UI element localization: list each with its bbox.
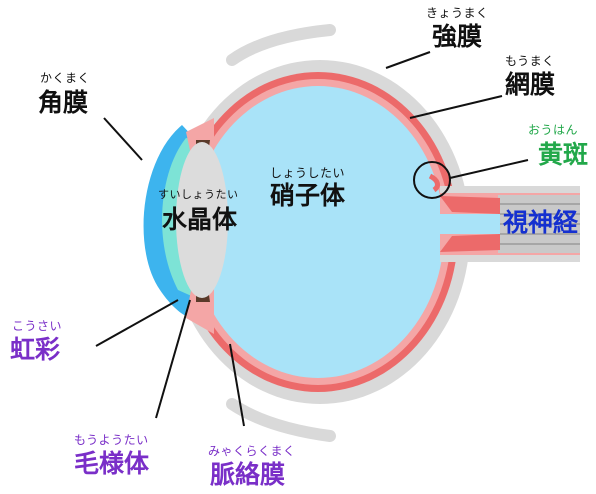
optic-nerve-fibers xyxy=(498,203,580,245)
shishinkei-label: 視神経 xyxy=(503,208,579,237)
ouhan-label: 黄斑 xyxy=(538,140,589,169)
leader-kakumaku xyxy=(103,117,143,161)
kakumaku-ruby: かくまく xyxy=(40,71,91,85)
myakurakumaku-label: 脈絡膜 xyxy=(210,460,286,489)
mouyoutai-label: 毛様体 xyxy=(74,449,150,478)
upper-lid-arc xyxy=(226,24,336,66)
leader-moumaku xyxy=(409,95,503,119)
macula-pit xyxy=(428,173,440,193)
kyoumaku-ruby: きょうまく xyxy=(426,6,489,20)
kousai-label: 虹彩 xyxy=(10,335,61,364)
vitreous-body xyxy=(192,86,444,378)
leader-ouhan xyxy=(449,159,529,179)
leader-lines xyxy=(95,51,529,427)
leader-kousai xyxy=(95,299,179,347)
myakurakumaku-ruby: みゃくらくまく xyxy=(208,444,296,458)
retina-to-nerve xyxy=(440,196,500,214)
lens xyxy=(176,142,228,298)
shoushitai-label: 硝子体 xyxy=(270,181,346,210)
leader-myakurakumaku xyxy=(229,343,245,427)
leader-kyoumaku xyxy=(385,51,431,69)
retina-to-nerve-lower xyxy=(440,234,500,252)
mouyoutai-ruby: もうようたい xyxy=(74,433,149,447)
macula-marker xyxy=(413,161,451,199)
kousai-ruby: こうさい xyxy=(12,319,63,333)
nerve-vitreous-gap xyxy=(436,214,500,234)
moumaku-ruby: もうまく xyxy=(505,54,555,68)
kakumaku-label: 角膜 xyxy=(38,88,89,117)
moumaku-label: 網膜 xyxy=(505,70,556,99)
shoushitai-ruby: しょうしたい xyxy=(270,166,346,180)
lower-lid-arc xyxy=(226,398,336,442)
suishoutai-label: 水晶体 xyxy=(162,205,238,234)
leader-mouyoutai xyxy=(155,299,191,419)
kyoumaku-label: 強膜 xyxy=(432,22,483,51)
ouhan-ruby: おうはん xyxy=(528,123,579,137)
suishoutai-ruby: すいしょうたい xyxy=(158,188,239,201)
